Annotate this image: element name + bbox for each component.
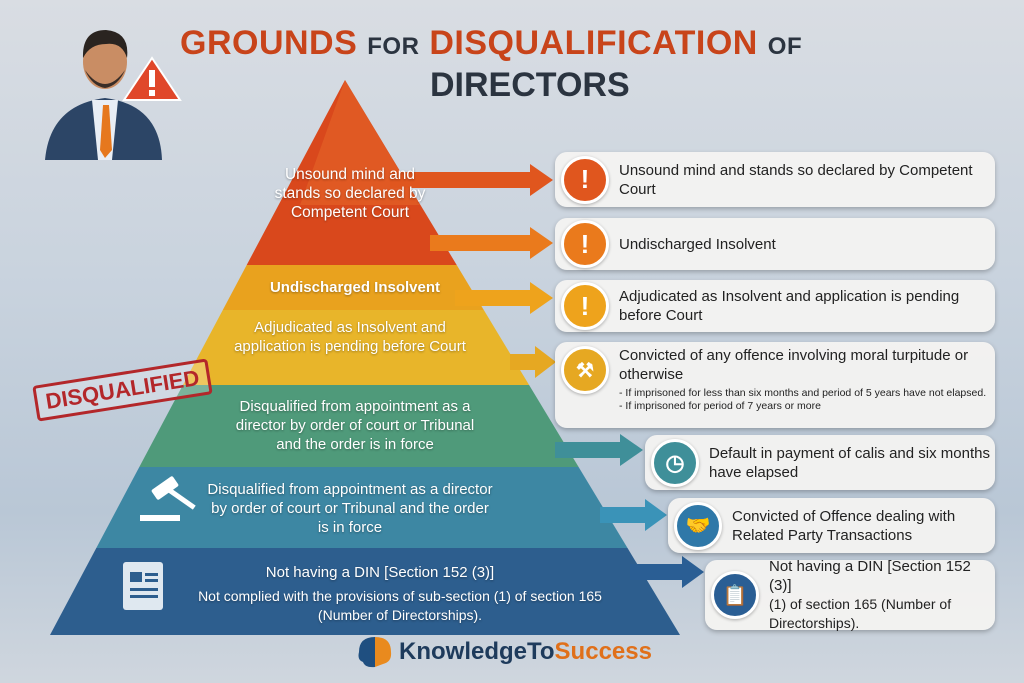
card-text: Convicted of Offence dealing with Relate… (732, 507, 956, 544)
logo-text: Success (554, 638, 652, 665)
pyramid-text-4: Disqualified from appointment as a direc… (235, 398, 475, 453)
card-6: 🤝 Convicted of Offence dealing with Rela… (668, 498, 995, 553)
card-text: Default in payment of calis and six mont… (709, 444, 990, 481)
pyramid-text-1: Unsound mind and stands so declared by C… (274, 166, 426, 221)
pyramid-text-5: Disqualified from appointment as a direc… (207, 481, 493, 536)
arrows (390, 164, 704, 588)
card-text: (1) of section 165 (Number of Directorsh… (769, 596, 952, 631)
card-4: ⚒ Convicted of any offence involving mor… (555, 342, 995, 428)
pyramid-title-6: Not having a DIN [Section 152 (3)] (265, 564, 495, 581)
arrow-5 (555, 434, 643, 466)
card-subtext: - If imprisoned for less than six months… (619, 387, 987, 399)
card-text: Convicted of any offence involving moral… (619, 347, 969, 383)
card-title: Not having a DIN [Section 152 (3)] (769, 558, 971, 594)
clock-icon: ◷ (651, 438, 699, 487)
businessman-illustration (45, 30, 162, 160)
pyramid-text-2: Undischarged Insolvent (269, 279, 441, 296)
pyramid-text-3: Adjudicated as Insolvent and application… (234, 319, 466, 355)
clipboard-icon: 📋 (711, 571, 759, 619)
arrow-6 (600, 499, 667, 531)
title-line-2: DIRECTORS (430, 66, 630, 104)
handshake-icon: 🤝 (674, 501, 722, 550)
arrow-7 (630, 556, 704, 588)
card-text: Adjudicated as Insolvent and application… (619, 288, 960, 324)
document-icon (123, 562, 163, 610)
brain-logo-icon (358, 637, 392, 668)
title-word: FOR (367, 33, 420, 60)
card-text: Unsound mind and stands so declared by C… (619, 161, 973, 198)
arrow-4 (510, 346, 556, 378)
exclamation-icon: ! (561, 220, 609, 268)
exclamation-icon: ! (561, 282, 609, 330)
card-2: ! Undischarged Insolvent (555, 218, 995, 270)
pyramid-band-5 (96, 467, 628, 548)
card-text: Undischarged Insolvent (619, 235, 776, 253)
title-word: DISQUALIFICATION (429, 24, 758, 62)
title-word: OF (767, 33, 803, 60)
warning-icon (122, 56, 182, 101)
card-1: ! Unsound mind and stands so declared by… (555, 152, 995, 207)
arrow-2 (430, 227, 553, 259)
logo-text: KnowledgeTo (399, 638, 555, 665)
card-3: ! Adjudicated as Insolvent and applicati… (555, 280, 995, 332)
title-line-1: GROUNDS FOR DISQUALIFICATION OF (180, 24, 802, 63)
card-7: 📋 Not having a DIN [Section 152 (3)] (1)… (705, 558, 995, 631)
card-subtext: - If imprisoned for period of 7 years or… (619, 399, 821, 412)
pyramid-band-2 (222, 265, 484, 310)
arrow-1 (390, 164, 553, 196)
pyramid-band-4 (139, 385, 579, 467)
pyramid-band-3 (182, 310, 530, 385)
pyramid-text-6: Not complied with the provisions of sub-… (198, 588, 602, 623)
card-5: ◷ Default in payment of calis and six mo… (645, 435, 995, 490)
title-word: GROUNDS (180, 24, 358, 62)
exclamation-icon: ! (561, 155, 609, 204)
arrow-3 (455, 282, 553, 314)
pyramid-band-6 (50, 548, 680, 635)
gavel-icon (140, 476, 196, 521)
gavel-icon: ⚒ (561, 346, 609, 394)
